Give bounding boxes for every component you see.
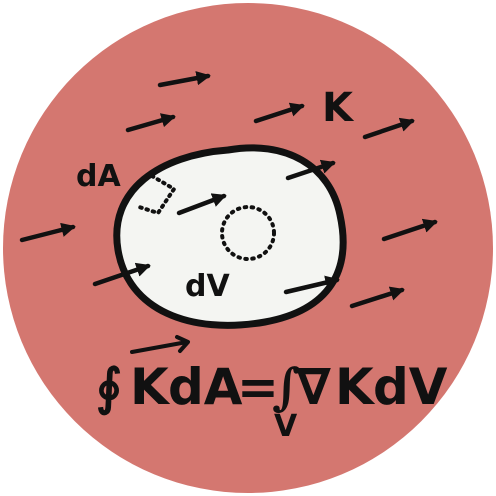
right-arrow-icon bbox=[349, 286, 405, 309]
nabla-operator: ∇ bbox=[296, 358, 331, 416]
rhs-field-k: K bbox=[335, 358, 376, 416]
divergence-equation: ∮ K dA = ∫ V ∇ K dV bbox=[96, 335, 448, 444]
right-arrow-icon bbox=[362, 117, 415, 140]
volume-integral-symbol: ∫ bbox=[272, 357, 301, 416]
volume-element-label: dV bbox=[185, 269, 230, 304]
right-arrow-icon bbox=[285, 159, 336, 181]
right-arrow-icon bbox=[157, 71, 211, 88]
lhs-differential-da: dA bbox=[168, 358, 243, 416]
area-element-label: dA bbox=[76, 159, 121, 194]
vector-arrow-icon bbox=[130, 335, 190, 354]
closed-integral-symbol: ∮ bbox=[96, 357, 122, 416]
right-arrow-icon bbox=[283, 275, 340, 295]
right-arrow-icon bbox=[176, 193, 227, 216]
right-arrow-icon bbox=[92, 262, 151, 287]
rhs-differential-dv: dV bbox=[373, 358, 448, 416]
right-arrow-icon bbox=[253, 102, 305, 124]
field-label-k: K bbox=[322, 85, 355, 131]
equals-sign: = bbox=[237, 358, 279, 416]
lhs-field-k: K bbox=[130, 358, 171, 416]
right-arrow-icon bbox=[125, 113, 176, 133]
field-arrows bbox=[19, 71, 438, 309]
right-arrow-icon bbox=[381, 218, 438, 242]
integral-subscript-v: V bbox=[274, 409, 298, 444]
volume-element-circle bbox=[220, 205, 276, 261]
right-arrow-icon bbox=[19, 222, 76, 243]
closed-volume-blob bbox=[113, 144, 347, 329]
area-element-patch bbox=[134, 174, 177, 216]
